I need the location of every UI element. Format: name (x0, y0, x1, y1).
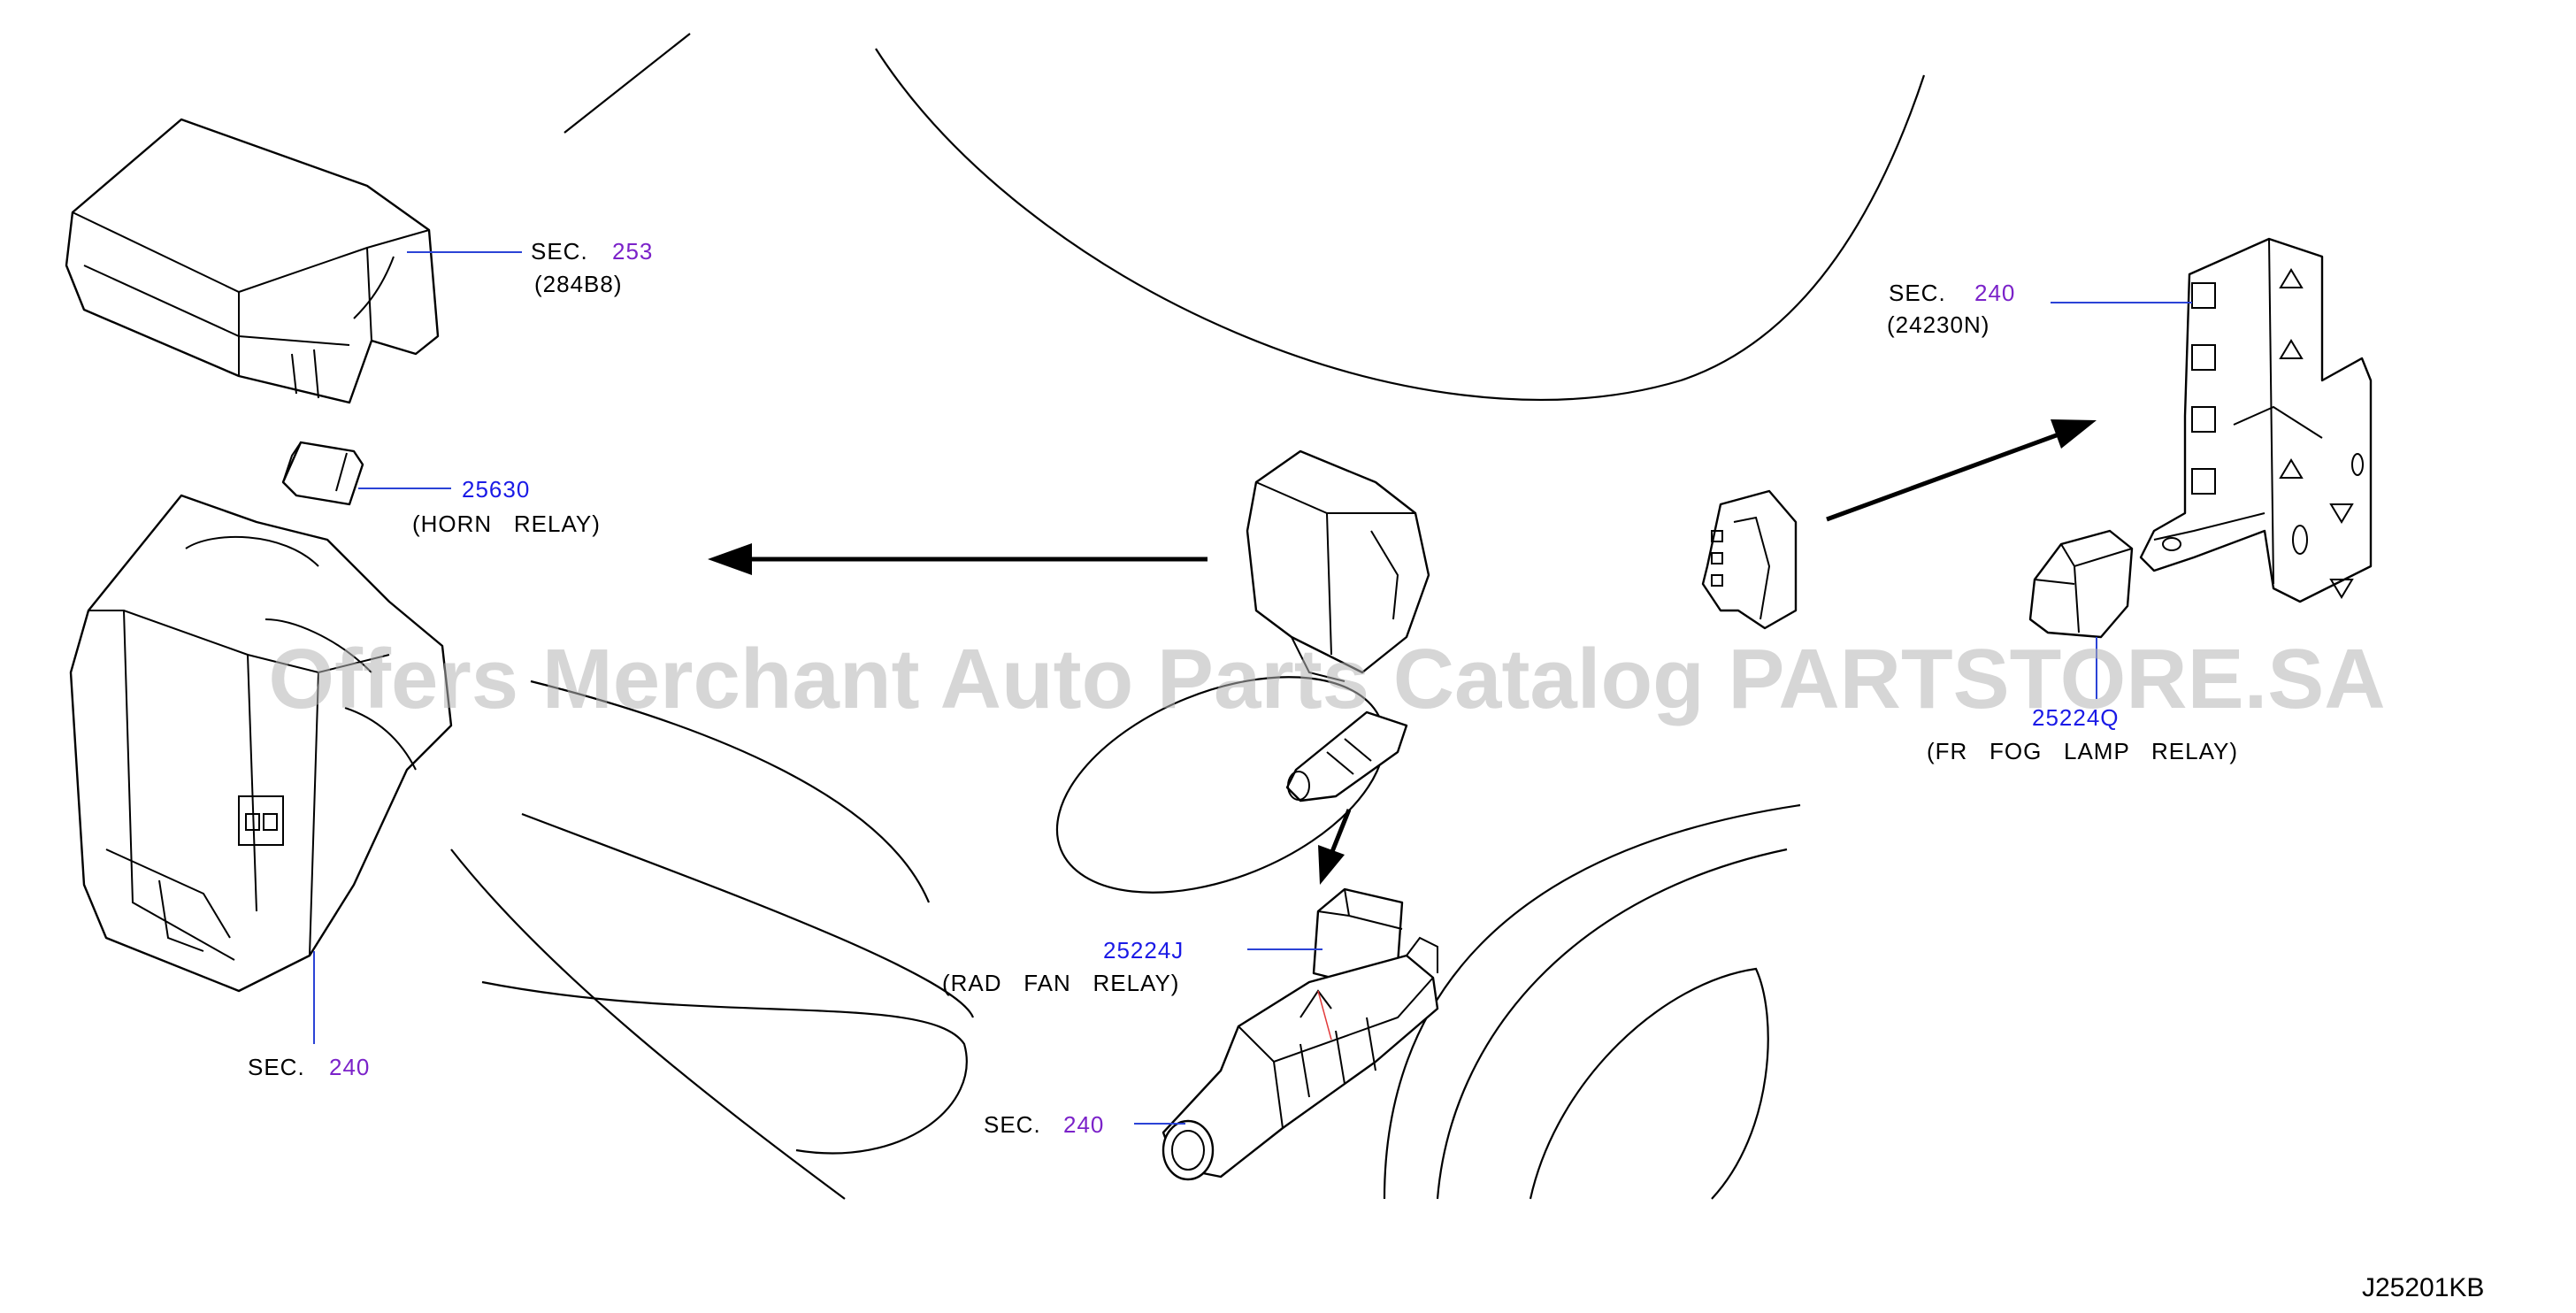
sec-prefix: SEC. (1889, 280, 1946, 306)
part-code: (284B8) (534, 271, 623, 297)
callout-ipdm-sec[interactable]: SEC. 240 (248, 1054, 370, 1080)
relay-box-cover[interactable] (65, 118, 440, 404)
diagram-code: J25201KB (2362, 1273, 2484, 1302)
fog-relay-bracket-small[interactable] (1701, 489, 1798, 630)
sec-number: 253 (612, 238, 653, 265)
sec-number: 240 (329, 1054, 370, 1080)
sec-prefix: SEC. (984, 1111, 1041, 1138)
part-name: (HORN RELAY) (412, 511, 601, 537)
fr-bracket-24230n[interactable] (2139, 237, 2373, 603)
part-name: (FR FOG LAMP RELAY) (1927, 738, 2238, 764)
part-number: 25630 (462, 476, 530, 503)
callout-fog-sec[interactable]: SEC. 240 (24230N) (1887, 280, 2015, 338)
sec-number: 240 (1063, 1111, 1104, 1138)
sec-prefix: SEC. (531, 238, 588, 265)
fr-fog-lamp-relay[interactable] (2028, 529, 2134, 639)
callout-cover-sec[interactable]: SEC. 253 (284B8) (531, 238, 653, 297)
small-relay-connector[interactable] (1285, 710, 1408, 802)
center-relay-assembly[interactable] (1246, 449, 1430, 682)
leader-lines (313, 251, 2192, 1125)
callout-fog-relay[interactable]: 25224Q (FR FOG LAMP RELAY) (1927, 704, 2238, 764)
part-name: (RAD FAN RELAY) (942, 970, 1179, 996)
arrows (708, 419, 2097, 885)
ipdm-fuse-box[interactable] (69, 494, 453, 993)
callout-rad-sec[interactable]: SEC. 240 (984, 1111, 1104, 1138)
watermark-text: Offers Merchant Auto Parts Catalog PARTS… (268, 632, 2385, 726)
sec-number: 240 (1974, 280, 2015, 306)
part-number: 25224J (1103, 937, 1184, 964)
part-code: (24230N) (1887, 311, 1990, 338)
part-number: 25224Q (2032, 704, 2120, 731)
callout-horn-relay[interactable]: 25630 (HORN RELAY) (412, 476, 601, 537)
callout-rad-fan-relay[interactable]: 25224J (RAD FAN RELAY) (942, 937, 1184, 996)
horn-relay[interactable] (281, 441, 364, 506)
sec-prefix: SEC. (248, 1054, 305, 1080)
vehicle-body-outline (450, 33, 1926, 1200)
rad-fan-relay-bracket[interactable] (1162, 936, 1439, 1181)
